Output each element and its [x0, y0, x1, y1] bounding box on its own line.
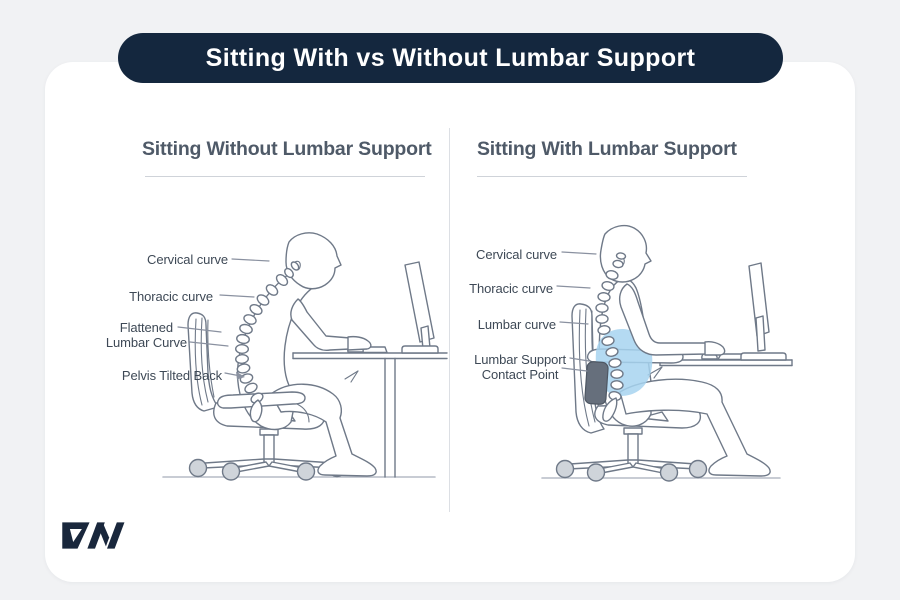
label-thoracic-curve: Thoracic curve	[129, 289, 213, 304]
panel-divider	[449, 128, 450, 512]
label-pelvis-tilted-back: Pelvis Tilted Back	[121, 368, 222, 383]
label-lumbar-support-contact-point: Lumbar Support Contact Point	[474, 352, 566, 383]
illustration-sitting-without-lumbar-support	[162, 232, 448, 481]
label-lumbar-curve: Lumbar curve	[477, 317, 556, 332]
title-banner: Sitting With vs Without Lumbar Support	[118, 33, 783, 83]
heading-underline-left	[145, 176, 425, 177]
panel-with-support: Sitting With Lumbar Support	[450, 62, 855, 582]
dw-monogram-icon	[62, 522, 125, 549]
page-title: Sitting With vs Without Lumbar Support	[205, 43, 696, 72]
label-thoracic-curve: Thoracic curve	[469, 281, 553, 296]
heading-with-support: Sitting With Lumbar Support	[477, 138, 737, 160]
heading-underline-right	[477, 176, 747, 177]
brand-logo	[59, 518, 131, 564]
content-card: Sitting Without Lumbar Support	[45, 62, 855, 582]
label-flattened-lumbar-curve: Flattened Lumbar Curve	[105, 320, 187, 351]
panel-without-support: Sitting Without Lumbar Support	[45, 62, 450, 582]
label-cervical-curve: Cervical curve	[147, 252, 228, 267]
illustration-sitting-with-lumbar-support	[541, 224, 793, 482]
heading-without-support: Sitting Without Lumbar Support	[142, 138, 432, 160]
label-cervical-curve: Cervical curve	[476, 247, 557, 262]
